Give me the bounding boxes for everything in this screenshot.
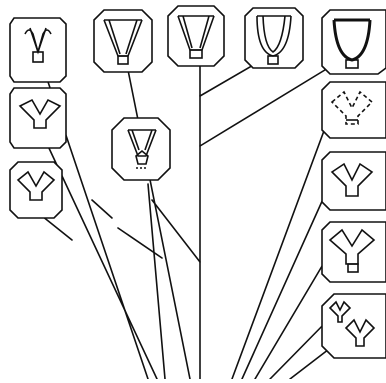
connector-line [151,199,201,263]
connector-line [289,345,334,380]
connector-line [147,183,166,380]
panel-p7 [9,161,63,219]
connector-line [231,119,329,380]
connector-line [199,61,339,147]
connector-line [47,145,158,380]
connector-line [127,69,191,380]
connector-line [41,215,73,241]
panel-p2 [93,9,153,73]
connector-line [91,199,113,219]
panel-p10 [321,151,386,211]
panel-p1 [9,17,67,83]
panel-p3 [167,5,225,67]
connector-line [269,317,331,380]
connector-lines [41,59,339,380]
connector-line [254,255,329,380]
panel-p6 [9,87,67,149]
panel-p4 [244,7,304,69]
panel-p11 [321,221,386,283]
panel-p12 [321,293,386,359]
connector-line [241,187,329,380]
connector-line [117,227,163,259]
panel-p9 [321,81,386,139]
panel-p5 [321,9,386,75]
panel-p8 [111,117,171,181]
